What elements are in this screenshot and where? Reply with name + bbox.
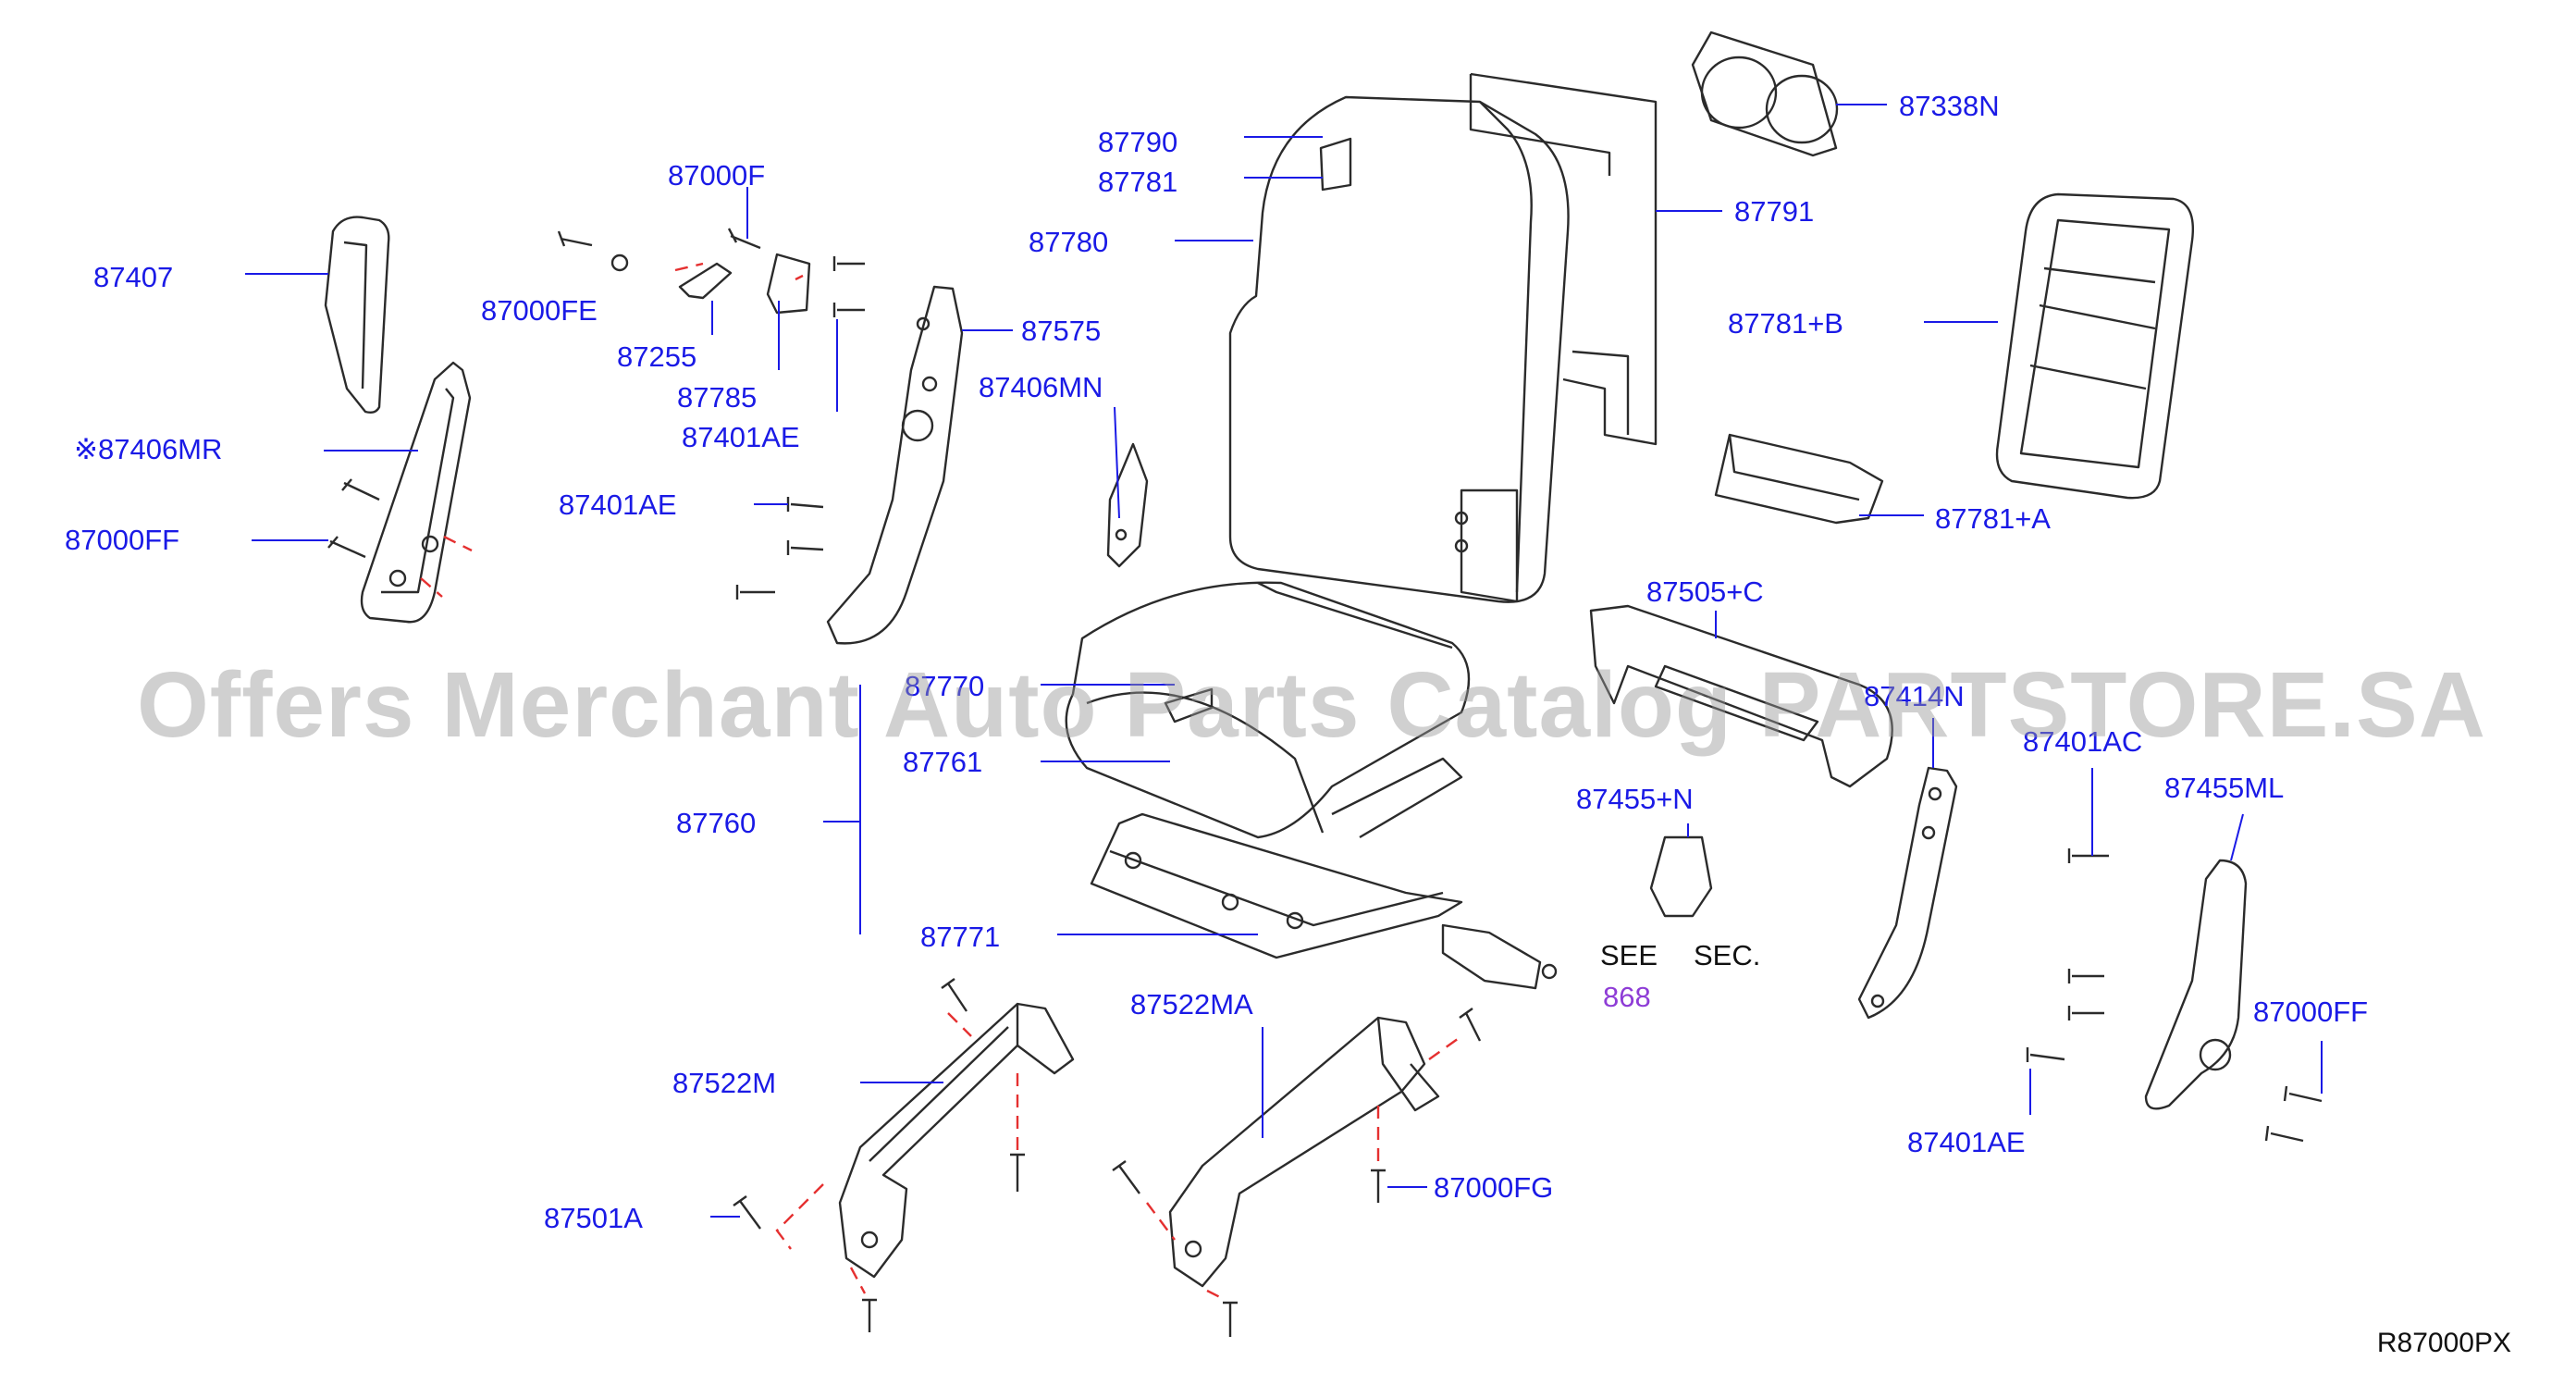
label-87406MR[interactable]: ※87406MR: [74, 433, 223, 465]
cup-holder-87338N[interactable]: [1691, 31, 1839, 157]
pad-87781A[interactable]: [1714, 433, 1884, 525]
sec-text: SEC.: [1694, 939, 1761, 971]
label-87785[interactable]: 87785: [677, 381, 758, 414]
section-868-link[interactable]: 868: [1603, 981, 1651, 1013]
bolts-right: [2026, 848, 2323, 1143]
drawing-code: R87000PX: [2376, 1328, 2511, 1358]
label-87406MN[interactable]: 87406MN: [979, 371, 1103, 403]
label-87455N[interactable]: 87455+N: [1576, 783, 1694, 815]
seatback-frame-87791[interactable]: [1469, 72, 1658, 446]
seatbelt-buckle[interactable]: [1441, 923, 1558, 990]
label-87522MA[interactable]: 87522MA: [1130, 988, 1253, 1020]
seat-rail-87522MA[interactable]: [1168, 1016, 1440, 1288]
label-87781[interactable]: 87781: [1098, 166, 1178, 198]
armrest-frame-87406MR[interactable]: [360, 361, 472, 624]
label-87760[interactable]: 87760: [676, 807, 757, 839]
label-87338N[interactable]: 87338N: [1899, 90, 2000, 122]
side-cover-87505C[interactable]: [1589, 604, 1893, 788]
label-87501A[interactable]: 87501A: [544, 1202, 643, 1234]
label-87401AC[interactable]: 87401AC: [2023, 725, 2143, 758]
label-87000FG[interactable]: 87000FG: [1434, 1171, 1554, 1204]
side-frame-87414N[interactable]: [1857, 766, 1958, 1020]
see-text: SEE: [1600, 939, 1658, 971]
lever-87255[interactable]: [678, 253, 811, 315]
label-87000FF-left[interactable]: 87000FF: [65, 524, 180, 556]
seat-rail-87522M[interactable]: [838, 1002, 1075, 1279]
label-87522M[interactable]: 87522M: [672, 1067, 777, 1099]
seat-frame-87771[interactable]: [1090, 757, 1463, 959]
bracket-87406MN[interactable]: [1106, 442, 1149, 568]
buckle-cover-87455N[interactable]: [1649, 835, 1713, 918]
seat-cushion-87770[interactable]: [1065, 581, 1471, 839]
label-87401AE-mid[interactable]: 87401AE: [559, 489, 677, 521]
label-87771[interactable]: 87771: [920, 921, 1001, 953]
label-87575[interactable]: 87575: [1021, 315, 1102, 347]
label-87761[interactable]: 87761: [903, 746, 983, 778]
label-87414N[interactable]: 87414N: [1864, 680, 1965, 712]
label-87781A[interactable]: 87781+A: [1935, 502, 2051, 535]
side-cover-87455ML[interactable]: [2144, 859, 2248, 1110]
label-87770[interactable]: 87770: [905, 670, 985, 702]
label-87505C[interactable]: 87505+C: [1646, 575, 1764, 608]
label-87255[interactable]: 87255: [617, 340, 697, 373]
label-87000FF-right[interactable]: 87000FF: [2253, 996, 2369, 1028]
label-87780[interactable]: 87780: [1029, 226, 1109, 258]
label-87401AE-top[interactable]: 87401AE: [682, 421, 800, 453]
leader-lines: [245, 104, 2323, 1218]
seatback-hinge-87575[interactable]: [826, 285, 964, 645]
label-87791[interactable]: 87791: [1734, 195, 1815, 228]
label-87000FE[interactable]: 87000FE: [481, 294, 598, 327]
label-87000F[interactable]: 87000F: [668, 159, 766, 192]
label-87790[interactable]: 87790: [1098, 126, 1178, 158]
label-87401AE-right[interactable]: 87401AE: [1907, 1126, 2026, 1158]
back-panel-87781B[interactable]: [1995, 192, 2194, 500]
bolts-left: [327, 228, 865, 600]
seatback-87780[interactable]: [1228, 95, 1570, 603]
rail-bolts: [733, 978, 1482, 1337]
armrest-cover-87407[interactable]: [324, 216, 390, 414]
label-87455ML[interactable]: 87455ML: [2164, 772, 2285, 804]
label-87781B[interactable]: 87781+B: [1728, 307, 1843, 340]
label-87407[interactable]: 87407: [93, 261, 174, 293]
